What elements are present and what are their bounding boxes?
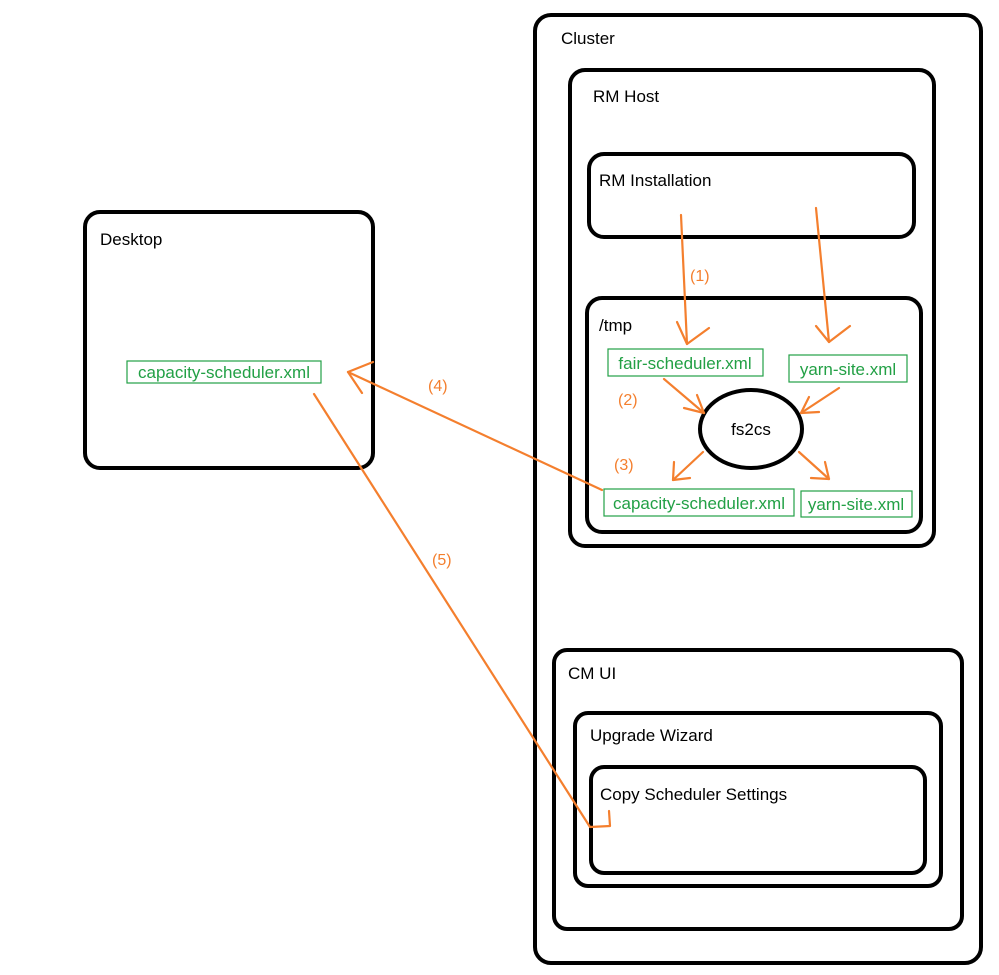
step-label-3: (3) — [614, 457, 634, 474]
copy-scheduler-settings-box — [589, 765, 927, 875]
file-label-yarn-site-out: yarn-site.xml — [808, 495, 904, 514]
step-label-5: (5) — [432, 552, 452, 569]
file-label-capacity-scheduler-desktop: capacity-scheduler.xml — [138, 363, 310, 382]
arrowhead-desktop — [346, 360, 375, 395]
file-box-capacity-scheduler-desktop — [126, 360, 322, 384]
tmp-label: /tmp — [599, 316, 632, 335]
file-label-fair-scheduler: fair-scheduler.xml — [618, 354, 751, 373]
file-box-capacity-scheduler-tmp — [603, 488, 795, 517]
file-box-yarn-site-out — [800, 490, 913, 518]
arrowhead-yarn-site-out — [809, 460, 831, 481]
arrow-fs2cs-to-yarn-site-out — [797, 450, 831, 481]
arrow-install-to-yarn-site — [814, 206, 831, 344]
file-capacity-scheduler-tmp: capacity-scheduler.xml — [603, 488, 795, 517]
arrowhead-fs2cs-left — [682, 393, 706, 415]
rm-installation-box — [587, 152, 916, 239]
cm-ui-label: CM UI — [568, 664, 616, 683]
file-capacity-scheduler-desktop: capacity-scheduler.xml — [126, 360, 322, 384]
file-label-yarn-site-in: yarn-site.xml — [800, 360, 896, 379]
file-fair-scheduler: fair-scheduler.xml — [607, 348, 764, 377]
arrow-fs2cs-to-capacity-scheduler — [671, 450, 705, 482]
fs2cs-label: fs2cs — [731, 420, 771, 439]
file-box-fair-scheduler — [607, 348, 764, 377]
cluster-label: Cluster — [561, 29, 615, 48]
file-yarn-site-out: yarn-site.xml — [800, 490, 913, 518]
arrows — [312, 206, 852, 829]
file-label-capacity-scheduler-tmp: capacity-scheduler.xml — [613, 494, 785, 513]
arrowhead-copy-settings — [588, 809, 612, 829]
desktop-label: Desktop — [100, 230, 162, 249]
step-label-4: (4) — [428, 378, 448, 395]
rm-installation-label: RM Installation — [599, 171, 711, 190]
fs2cs-node — [698, 388, 804, 470]
upgrade-wizard-label: Upgrade Wizard — [590, 726, 713, 745]
step-label-1: (1) — [690, 268, 710, 285]
arrow-fair-scheduler-to-fs2cs — [662, 377, 706, 415]
rm-host-label: RM Host — [593, 87, 659, 106]
arrowhead-fs2cs-right — [799, 395, 821, 415]
arrowhead-capacity-scheduler — [671, 460, 692, 482]
arrow-install-to-fair-scheduler — [679, 213, 689, 346]
arrow-desktop-to-copy-settings — [312, 392, 592, 829]
desktop-box — [83, 210, 375, 470]
file-yarn-site-in: yarn-site.xml — [788, 354, 908, 383]
arrowhead-yarn-site — [814, 324, 852, 344]
arrow-tmp-to-desktop — [346, 370, 604, 492]
copy-scheduler-settings-label: Copy Scheduler Settings — [600, 785, 787, 804]
arrow-yarn-site-to-fs2cs — [799, 386, 841, 415]
step-label-2: (2) — [618, 392, 638, 409]
file-box-yarn-site-in — [788, 354, 908, 383]
arrowhead-fair-scheduler — [675, 320, 711, 346]
